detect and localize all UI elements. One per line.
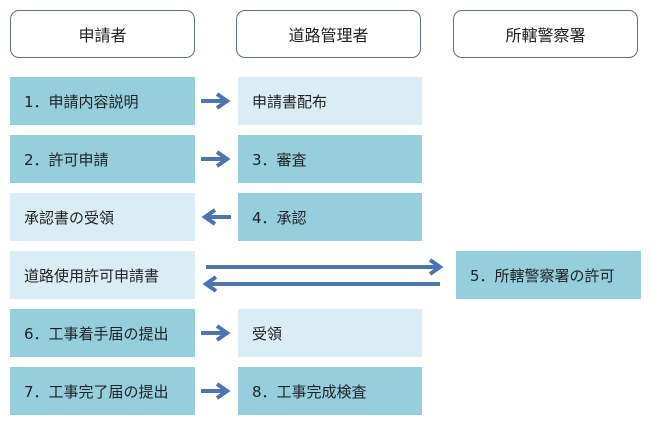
step-label: 5．所轄警察署の許可 — [470, 266, 615, 285]
step-explain-application: 1．申請内容説明 — [10, 77, 195, 125]
step-review: 3．審査 — [238, 135, 422, 183]
header-applicant: 申請者 — [10, 10, 195, 58]
arrow-right-icon — [201, 92, 231, 110]
step-submit-completion-notice: 7．工事完了届の提出 — [10, 367, 195, 415]
header-road-admin: 道路管理者 — [236, 10, 421, 58]
step-police-permit: 5．所轄警察署の許可 — [456, 251, 641, 299]
step-label: 8．工事完成検査 — [252, 382, 367, 401]
step-permit-application: 2．許可申請 — [10, 135, 195, 183]
header-applicant-label: 申請者 — [78, 26, 127, 45]
arrow-right-icon — [201, 382, 231, 400]
step-label: 4．承認 — [252, 208, 307, 227]
arrow-left-icon — [201, 208, 231, 226]
step-submit-start-notice: 6．工事着手届の提出 — [10, 309, 195, 357]
step-distribute-forms: 申請書配布 — [238, 77, 422, 125]
step-label: 6．工事着手届の提出 — [24, 324, 169, 343]
step-label: 3．審査 — [252, 150, 307, 169]
step-approval: 4．承認 — [238, 193, 422, 241]
step-label: 受領 — [252, 324, 283, 343]
arrow-left-icon — [202, 275, 440, 293]
step-label: 申請書配布 — [252, 92, 328, 111]
arrow-right-icon — [201, 324, 231, 342]
header-police-label: 所轄警察署 — [505, 26, 586, 45]
header-road-admin-label: 道路管理者 — [288, 26, 369, 45]
step-label: 2．許可申請 — [24, 150, 109, 169]
step-receipt: 受領 — [238, 309, 422, 357]
step-label: 7．工事完了届の提出 — [24, 382, 169, 401]
step-label: 1．申請内容説明 — [24, 92, 139, 111]
step-completion-inspection: 8．工事完成検査 — [238, 367, 422, 415]
step-label: 承認書の受領 — [24, 208, 115, 227]
arrow-right-icon — [201, 150, 231, 168]
step-receive-approval: 承認書の受領 — [10, 193, 195, 241]
header-police: 所轄警察署 — [453, 10, 638, 58]
arrow-right-icon — [206, 258, 444, 276]
step-label: 道路使用許可申請書 — [24, 266, 160, 285]
step-road-use-application: 道路使用許可申請書 — [10, 251, 195, 299]
